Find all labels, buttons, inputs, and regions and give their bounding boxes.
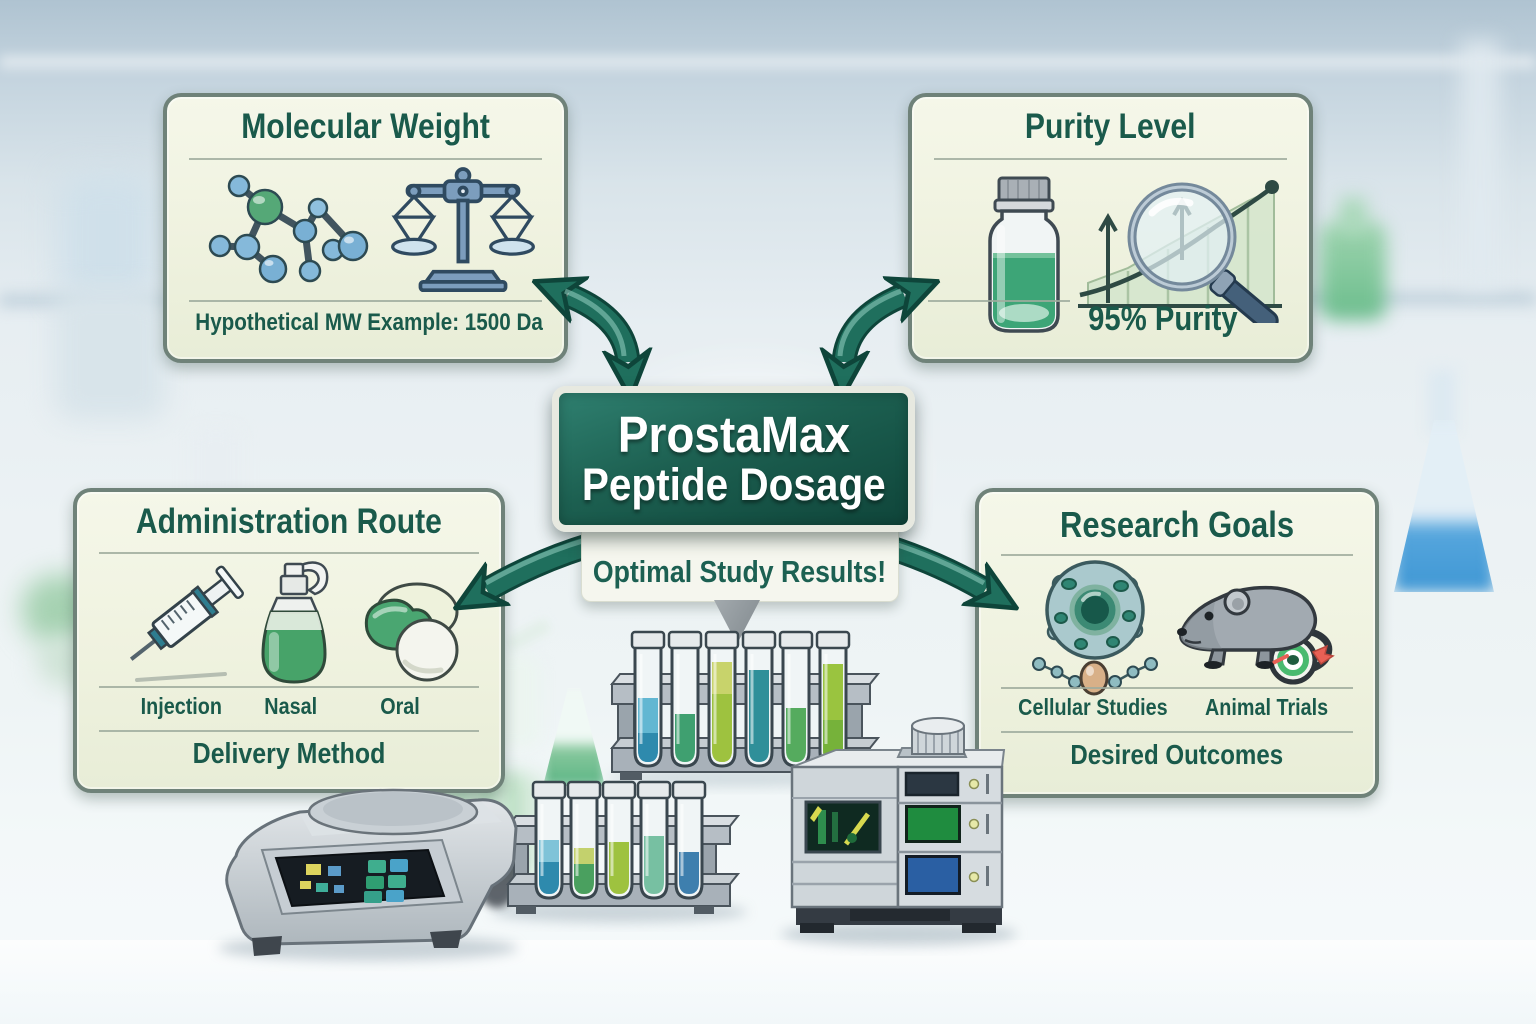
card-purity-level-title: Purity Level: [912, 107, 1309, 147]
divider: [189, 300, 542, 302]
divider: [934, 158, 1287, 160]
arrow-center-to-purity-level: [840, 291, 904, 362]
card-research-goals-title: Research Goals: [979, 504, 1375, 546]
bg-green-bottle-right: [1320, 222, 1386, 320]
bg-green-bottle-neck: [1340, 198, 1366, 234]
card-research-goals: Research Goals: [975, 488, 1379, 798]
label-nasal: Nasal: [264, 693, 318, 719]
bg-shelf-band-top: [0, 56, 1536, 68]
card-administration-route-title-text: Administration Route: [135, 502, 442, 541]
arrow-center-to-molecular-weight: [565, 291, 628, 362]
cell-icon: [1032, 560, 1158, 696]
label-cellular-studies: Cellular Studies: [1018, 694, 1168, 720]
test-tubes-front: [531, 780, 707, 900]
card-molecular-weight-title-text: Molecular Weight: [241, 107, 490, 146]
divider: [99, 686, 479, 688]
bg-cabinet-right: [1460, 40, 1500, 290]
center-sign-line1: ProstaMax: [617, 406, 850, 463]
scale-buttons: [300, 859, 408, 903]
syringe-icon: [129, 565, 244, 682]
bg-glass-left: [60, 175, 155, 300]
card-research-goals-caption: Desired Outcomes: [1070, 739, 1284, 770]
label-oral: Oral: [380, 693, 420, 719]
center-sign: ProstaMax Peptide Dosage: [552, 386, 915, 532]
card-research-goals-title-text: Research Goals: [1059, 504, 1295, 545]
card-administration-route: Administration Route: [73, 488, 505, 793]
divider: [99, 730, 479, 732]
mouse-icon: [1177, 585, 1335, 685]
nasal-spray-icon: [261, 561, 329, 684]
divider: [1001, 687, 1353, 689]
center-sign-line2: Peptide Dosage: [581, 459, 886, 510]
hplc-knob: [911, 717, 965, 755]
hplc-machine: [790, 717, 1006, 933]
lab-scale: [225, 788, 518, 956]
card-molecular-weight-caption: Hypothetical MW Example: 1500 Da: [195, 309, 543, 336]
divider: [928, 300, 1070, 302]
test-tube-rack-front: [505, 780, 741, 914]
magnifier-chart-icon: [1078, 180, 1282, 323]
molecule-icon: [208, 174, 369, 284]
card-administration-route-title: Administration Route: [77, 502, 501, 542]
card-molecular-weight: Molecular Weight: [163, 93, 568, 363]
divider: [99, 552, 479, 554]
card-administration-route-caption: Delivery Method: [192, 738, 386, 770]
subtitle-text: Optimal Study Results!: [593, 554, 887, 589]
card-purity-level-title-text: Purity Level: [1025, 107, 1196, 146]
bg-equipment-left: [55, 290, 165, 420]
balance-scale-icon: [391, 167, 535, 293]
divider: [1001, 731, 1353, 733]
divider: [1001, 554, 1353, 556]
label-animal-trials: Animal Trials: [1205, 694, 1329, 720]
card-purity-level-caption: 95% Purity: [1087, 300, 1238, 338]
card-purity-level: Purity Level: [908, 93, 1313, 363]
label-injection: Injection: [140, 693, 222, 719]
test-tube-rack-back: [609, 630, 881, 780]
card-molecular-weight-title: Molecular Weight: [167, 107, 564, 147]
pills-icon: [364, 582, 459, 682]
divider: [189, 158, 542, 160]
test-tubes-back: [630, 630, 851, 768]
